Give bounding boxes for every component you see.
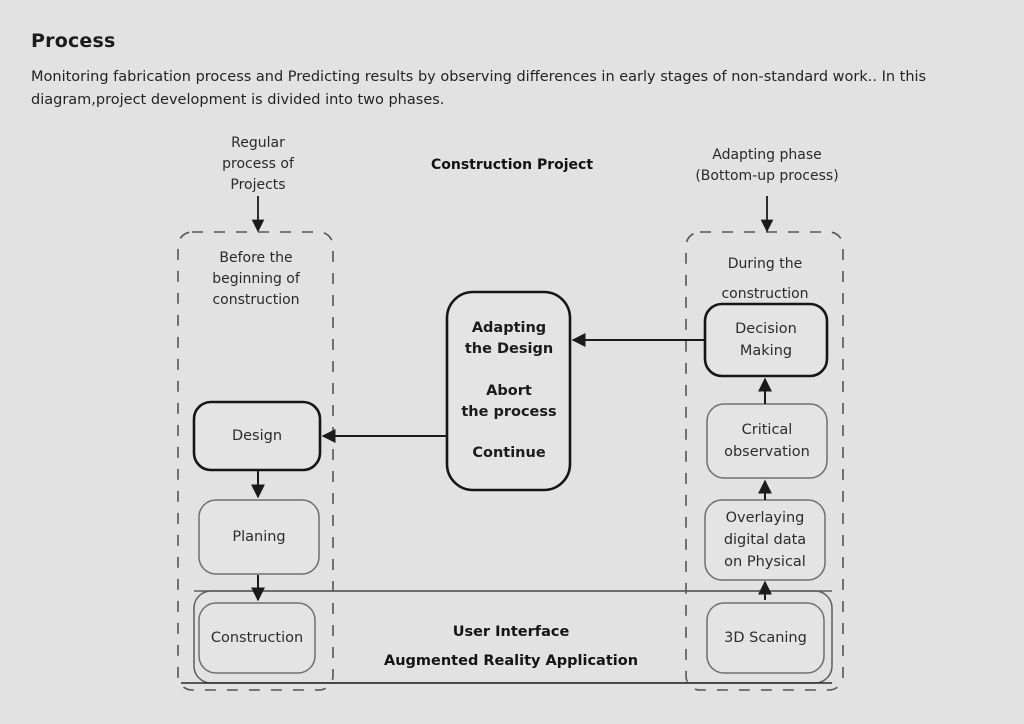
phase-before-container	[177, 231, 334, 691]
decision-option-continue[interactable]: Continue	[472, 445, 546, 461]
right-annotation-label: Adapting phase (Bottom-up process)	[695, 147, 839, 184]
left-annotation-label: Regular process of Projects	[222, 135, 294, 193]
node-construction-shape[interactable]	[198, 602, 316, 674]
node-decision-making-shape[interactable]	[703, 302, 829, 378]
phase-during-caption: During the construction	[721, 256, 809, 302]
node-overlaying-shape[interactable]	[704, 499, 826, 581]
phase-before-caption: Before the beginning of construction	[212, 250, 300, 308]
decision-option-abort[interactable]: Abort the process	[461, 383, 557, 420]
node-decision-options-shape[interactable]	[445, 290, 572, 492]
diagram-center-title: Construction Project	[430, 157, 594, 173]
phase-during-container	[685, 231, 844, 691]
node-critical-observation-shape[interactable]	[706, 403, 828, 479]
page-description: Monitoring fabrication process and Predi…	[31, 69, 927, 108]
decision-option-adapt[interactable]: Adapting the Design	[464, 320, 554, 357]
node-planing-shape[interactable]	[198, 499, 320, 575]
node-3d-scaning-shape[interactable]	[706, 602, 825, 674]
node-design-shape[interactable]	[192, 400, 322, 472]
platform-line-2: Augmented Reality Application	[383, 653, 639, 669]
platform-line-1: User Interface	[452, 624, 570, 640]
page-title: Process	[31, 30, 116, 52]
